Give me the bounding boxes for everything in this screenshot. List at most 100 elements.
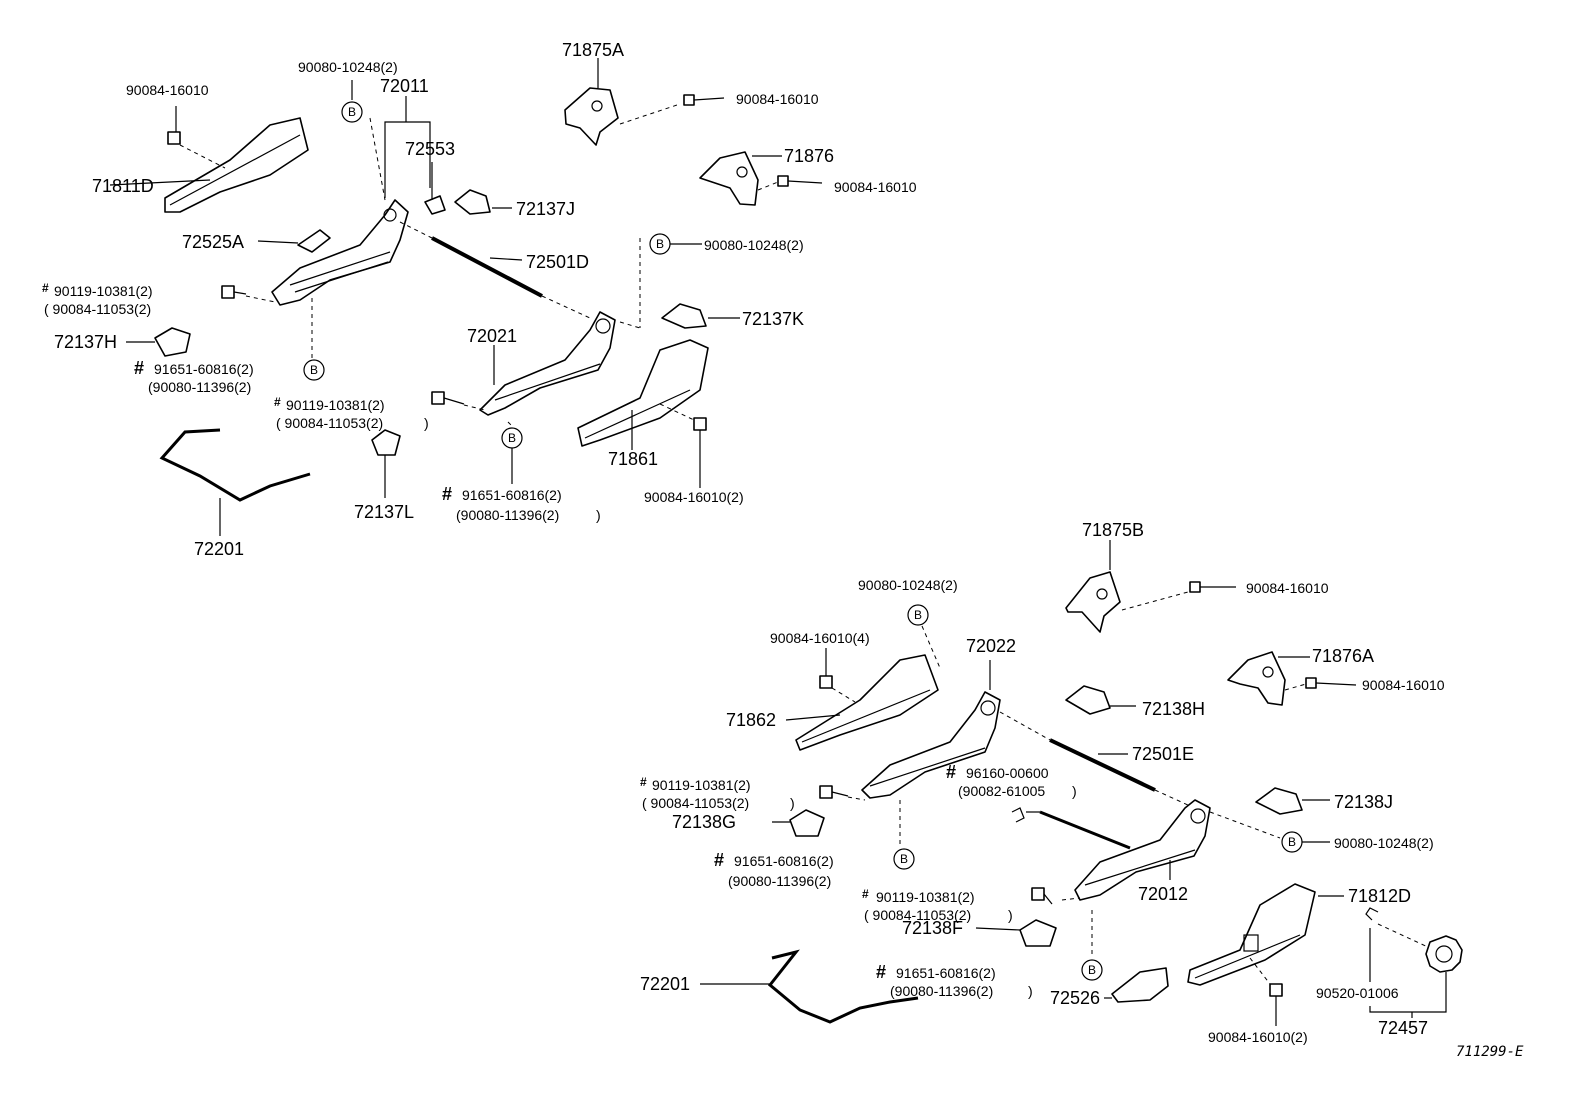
label-71876: 71876 (784, 146, 834, 166)
hash-mark: # (714, 850, 724, 870)
hash-mark: # (42, 281, 49, 295)
svg-text:B: B (1088, 963, 1096, 977)
label-91651-60816: 91651-60816(2) (154, 361, 254, 377)
svg-text:B: B (1288, 835, 1296, 849)
label-90084-16010: 90084-16010 (834, 179, 917, 195)
label-90084-16010: 90084-16010(2) (1208, 1029, 1308, 1045)
part-71876A-shape (1227, 651, 1286, 706)
label-71812D: 71812D (1348, 886, 1411, 906)
label-91651-60816: 91651-60816(2) (734, 853, 834, 869)
label-90084-16010: 90084-16010 (736, 91, 819, 107)
close-paren: ) (424, 415, 429, 431)
part-72137H-shape (154, 327, 191, 357)
label-90080-11396: (90080-11396(2) (728, 873, 831, 889)
close-paren: ) (1008, 907, 1013, 923)
part-72011-track-shape (271, 199, 409, 306)
label-72137H: 72137H (54, 332, 117, 352)
bolt-icon (819, 675, 833, 689)
label-90080-11396: (90080-11396(2) (148, 379, 251, 395)
bolt-icon (693, 417, 707, 431)
figure-id: 711299-E (1456, 1044, 1524, 1060)
part-72138G-shape (789, 809, 825, 837)
b-marker: B (341, 101, 363, 123)
label-90084-11053: ( 90084-11053(2) (864, 907, 971, 923)
label-90084-16010: 90084-16010 (126, 82, 209, 98)
bolt-icon (683, 94, 725, 106)
label-72021: 72021 (467, 326, 517, 346)
label-96160-00600: 96160-00600 (966, 765, 1049, 781)
bolt-icon (819, 785, 849, 799)
svg-text:B: B (900, 852, 908, 866)
label-72012: 72012 (1138, 884, 1188, 904)
label-90119-10381: 90119-10381(2) (876, 889, 975, 905)
b-marker: B (1081, 959, 1103, 981)
label-72201: 72201 (640, 974, 690, 994)
label-90119-10381: 90119-10381(2) (652, 777, 751, 793)
part-72137J-shape (454, 189, 491, 215)
part-71811D-shape (164, 117, 309, 213)
hash-mark: # (862, 887, 869, 901)
hash-mark: # (640, 775, 647, 789)
label-90080-11396: (90080-11396(2) (890, 983, 993, 999)
label-72553: 72553 (405, 139, 455, 159)
label-90084-16010: 90084-16010 (1362, 677, 1445, 693)
label-90084-16010: 90084-16010(2) (644, 489, 744, 505)
svg-text:B: B (914, 608, 922, 622)
close-paren: ) (790, 795, 795, 811)
part-72525A-shape (297, 229, 331, 253)
label-90084-11053: ( 90084-11053(2) (276, 415, 383, 431)
svg-text:B: B (656, 237, 664, 251)
part-72201-wire-shape-lower (767, 949, 919, 1024)
label-90080-10248: 90080-10248(2) (704, 237, 804, 253)
label-72011: 72011 (380, 76, 429, 96)
hash-mark: # (134, 358, 144, 378)
label-90084-11053: ( 90084-11053(2) (44, 301, 151, 317)
b-marker: B (1281, 831, 1303, 853)
part-72138H-shape (1065, 685, 1111, 715)
knob-icon (1425, 935, 1463, 973)
bolt-icon (1269, 983, 1283, 997)
label-72137L: 72137L (354, 502, 414, 522)
bolt-icon (431, 391, 465, 405)
part-72137L-shape (371, 429, 401, 456)
b-marker: B (649, 233, 671, 255)
label-72138F: 72138F (902, 918, 963, 938)
label-90080-11396: (90080-11396(2) (456, 507, 559, 523)
part-71875B-shape (1065, 571, 1121, 633)
label-91651-60816: 91651-60816(2) (896, 965, 996, 981)
label-72138H: 72138H (1142, 699, 1205, 719)
label-72501E: 72501E (1132, 744, 1194, 764)
hash-mark: # (876, 962, 886, 982)
label-72526: 72526 (1050, 988, 1100, 1008)
part-71861-shape (577, 339, 709, 447)
part-72201-wire-shape (159, 428, 311, 502)
label-90080-10248: 90080-10248(2) (298, 59, 398, 75)
label-72457: 72457 (1378, 1018, 1428, 1038)
label-90080-10248: 90080-10248(2) (1334, 835, 1434, 851)
part-72526-shape (1111, 967, 1169, 1003)
label-72525A: 72525A (182, 232, 244, 252)
bolt-icon (1031, 887, 1053, 905)
bolt-icon (167, 131, 181, 145)
label-90084-11053: ( 90084-11053(2) (642, 795, 749, 811)
label-71876A: 71876A (1312, 646, 1374, 666)
label-90084-16010: 90084-16010(4) (770, 630, 870, 646)
part-72138J-shape (1255, 787, 1303, 815)
close-paren: ) (1028, 983, 1033, 999)
svg-text:B: B (310, 363, 318, 377)
hash-mark: # (442, 484, 452, 504)
label-72201: 72201 (194, 539, 244, 559)
svg-text:B: B (348, 105, 356, 119)
label-71875B: 71875B (1082, 520, 1144, 540)
close-paren: ) (1072, 783, 1077, 799)
hash-mark: # (946, 762, 956, 782)
label-90119-10381: 90119-10381(2) (286, 397, 385, 413)
label-90119-10381: 90119-10381(2) (54, 283, 153, 299)
close-paren: ) (596, 507, 601, 523)
part-72021-track-shape (479, 311, 616, 416)
bolt-icon (221, 285, 247, 299)
label-90520-01006: 90520-01006 (1316, 985, 1399, 1001)
label-71811D: 71811D (92, 176, 154, 196)
part-71876-shape (699, 151, 759, 206)
bolt-icon (1305, 677, 1357, 689)
